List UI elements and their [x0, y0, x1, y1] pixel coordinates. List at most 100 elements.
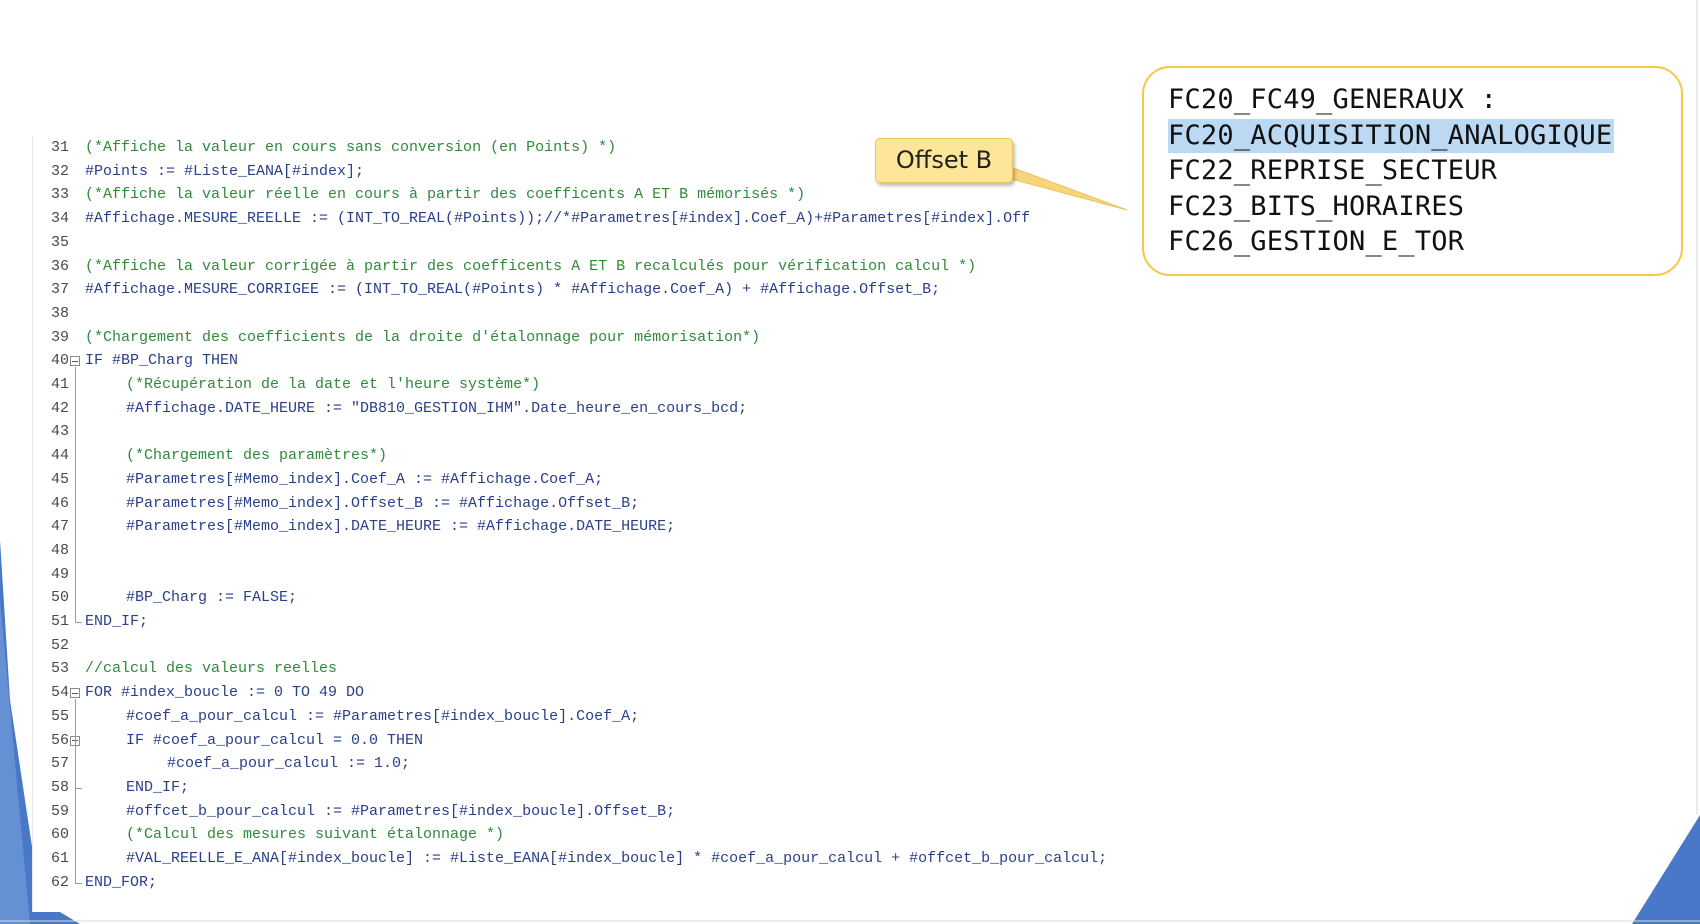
code-comment: (*Calcul des mesures suivant étalonnage … [126, 826, 505, 844]
code-line[interactable]: 35 [33, 231, 1133, 255]
line-number: 34 [50, 210, 69, 228]
code-line[interactable]: 47 #Parametres[#Memo_index].DATE_HEURE :=… [33, 515, 1133, 539]
code-text: #BP_Charg := FALSE; [126, 589, 298, 607]
module-item: FC20_FC49_GENERAUX : [1168, 84, 1498, 115]
line-number: 36 [50, 257, 69, 275]
fold-guide [75, 746, 76, 788]
code-comment: //calcul des valeurs reelles [85, 660, 338, 678]
line-number: 59 [50, 802, 69, 820]
code-text: #Affichage.MESURE_CORRIGEE := (INT_TO_RE… [85, 281, 941, 299]
code-line[interactable]: 50 #BP_Charg := FALSE; [33, 586, 1133, 610]
fold-toggle-icon[interactable] [70, 356, 80, 367]
line-number: 54 [50, 684, 69, 702]
code-line[interactable]: 54 FOR #index_boucle := 0 TO 49 DO [33, 681, 1133, 705]
line-number: 37 [50, 281, 69, 299]
code-comment: (*Chargement des coefficients de la droi… [85, 328, 761, 346]
module-item: FC26_GESTION_E_TOR [1168, 226, 1465, 257]
fold-toggle-icon[interactable] [70, 688, 80, 699]
offset-b-label: Offset B [875, 138, 1013, 183]
code-text: #Parametres[#Memo_index].DATE_HEURE := #… [126, 518, 676, 536]
code-line[interactable]: 52 [33, 634, 1133, 658]
code-line[interactable]: 39 (*Chargement des coefficients de la dr… [33, 326, 1133, 350]
code-line[interactable]: 36 (*Affiche la valeur corrigée à partir … [33, 255, 1133, 279]
fold-guide [75, 699, 76, 883]
code-line[interactable]: 57 #coef_a_pour_calcul := 1.0; [33, 752, 1133, 776]
module-item: FC22_REPRISE_SECTEUR [1168, 155, 1498, 186]
line-number: 50 [50, 589, 69, 607]
line-number: 41 [50, 376, 69, 393]
code-line[interactable]: 48 [33, 539, 1133, 563]
line-number: 48 [50, 541, 69, 559]
code-line[interactable]: 31 (*Affiche la valeur en cours sans conv… [33, 136, 1133, 160]
code-text: #Affichage.DATE_HEURE := "DB810_GESTION_… [126, 399, 748, 417]
code-text: #VAL_REELLE_E_ANA[#index_boucle] := #Lis… [126, 850, 1108, 867]
line-number: 46 [50, 494, 69, 512]
code-comment: (*Affiche la valeur réelle en cours à pa… [85, 186, 806, 204]
module-list-callout: FC20_FC49_GENERAUX :FC20_ACQUISITION_ANA… [1142, 66, 1683, 276]
code-line[interactable]: 34 #Affichage.MESURE_REELLE := (INT_TO_RE… [33, 207, 1133, 231]
code-line[interactable]: 55 #coef_a_pour_calcul := #Parametres[#in… [33, 705, 1133, 729]
code-line[interactable]: 49 [33, 563, 1133, 587]
line-number: 42 [50, 399, 69, 417]
code-text: #coef_a_pour_calcul := #Parametres[#inde… [126, 707, 640, 725]
code-text: IF #BP_Charg THEN [85, 352, 239, 370]
code-text: FOR #index_boucle := 0 TO 49 DO [85, 684, 365, 702]
code-editor[interactable]: 31 (*Affiche la valeur en cours sans conv… [32, 136, 1133, 912]
line-number: 56 [50, 731, 69, 749]
fold-guide-end [75, 882, 82, 884]
module-item-highlighted: FC20_ACQUISITION_ANALOGIQUE [1168, 118, 1615, 153]
code-line[interactable]: 38 [33, 302, 1133, 326]
code-line[interactable]: 37 #Affichage.MESURE_CORRIGEE := (INT_TO_… [33, 278, 1133, 302]
decor-shape-left-light [0, 600, 30, 924]
fold-guide [75, 367, 76, 622]
code-text: #Affichage.MESURE_REELLE := (INT_TO_REAL… [85, 210, 1031, 228]
line-number: 39 [50, 328, 69, 346]
line-number: 62 [50, 873, 69, 891]
line-number: 44 [50, 447, 69, 465]
code-line[interactable]: 46 #Parametres[#Memo_index].Offset_B := #… [33, 492, 1133, 516]
fold-guide-end [75, 787, 82, 789]
line-number: 35 [50, 233, 69, 251]
line-number: 40 [50, 352, 69, 370]
line-number: 61 [50, 850, 69, 867]
code-line[interactable]: 42 #Affichage.DATE_HEURE := "DB810_GESTIO… [33, 397, 1133, 421]
code-line[interactable]: 33 (*Affiche la valeur réelle en cours à … [33, 183, 1133, 207]
fold-guide-end [75, 622, 82, 623]
line-number: 57 [50, 755, 69, 773]
code-line[interactable]: 44(*Chargement des paramètres*) [33, 444, 1133, 468]
line-number: 38 [50, 304, 69, 322]
code-text: #coef_a_pour_calcul := 1.0; [167, 755, 411, 773]
code-text: #Points := #Liste_EANA[#index]; [85, 162, 365, 180]
code-line[interactable]: 45#Parametres[#Memo_index].Coef_A := #Af… [33, 468, 1133, 492]
code-comment: (*Récupération de la date et l'heure sys… [126, 376, 541, 393]
line-number: 55 [50, 707, 69, 725]
line-number: 31 [50, 139, 69, 156]
line-number: 32 [50, 162, 69, 180]
line-number: 58 [50, 778, 69, 796]
line-number: 43 [50, 423, 69, 441]
line-number: 47 [50, 518, 69, 536]
code-line[interactable]: 53 //calcul des valeurs reelles [33, 657, 1133, 681]
code-text: #offcet_b_pour_calcul := #Parametres[#in… [126, 802, 676, 820]
code-text: END_IF; [85, 613, 149, 630]
code-line[interactable]: 43 [33, 420, 1133, 444]
code-line[interactable]: 41 (*Récupération de la date et l'heure s… [33, 373, 1133, 397]
line-number: 49 [50, 565, 69, 583]
code-line[interactable]: 32 #Points := #Liste_EANA[#index]; [33, 160, 1133, 184]
code-comment: (*Affiche la valeur corrigée à partir de… [85, 257, 977, 275]
line-number: 33 [50, 186, 69, 204]
line-number: 45 [50, 470, 69, 488]
code-line[interactable]: 59 #offcet_b_pour_calcul := #Parametres[#… [33, 800, 1133, 824]
decor-shape-right [1632, 815, 1700, 924]
code-comment: (*Affiche la valeur en cours sans conver… [85, 139, 617, 156]
code-text: #Parametres[#Memo_index].Offset_B := #Af… [126, 494, 640, 512]
code-line[interactable]: 40 IF #BP_Charg THEN [33, 349, 1133, 373]
code-line[interactable]: 60(*Calcul des mesures suivant étalonnag… [33, 823, 1133, 847]
code-line[interactable]: 61 #VAL_REELLE_E_ANA[#index_boucle] := #L… [33, 847, 1133, 871]
line-number: 53 [50, 660, 69, 678]
